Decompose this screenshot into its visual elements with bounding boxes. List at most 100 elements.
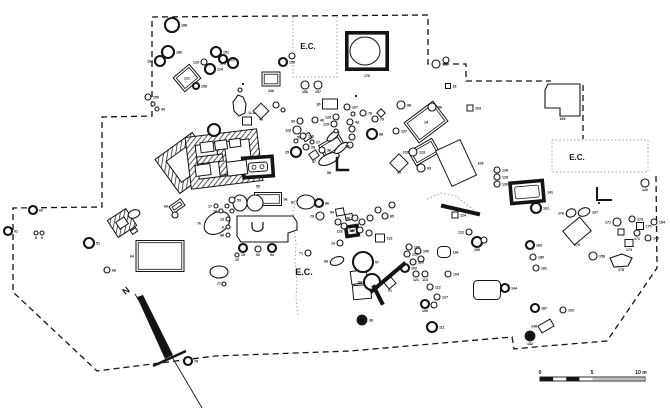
pit-feature-153 [226, 56, 240, 70]
pit-feature-circle [224, 203, 230, 209]
pit-feature-94 [266, 242, 278, 254]
feature-number-label: 129 [193, 60, 199, 64]
pit-feature-107 [343, 103, 351, 111]
pit-feature-154 [650, 218, 658, 226]
pit-feature-circle [480, 236, 488, 244]
pit-feature-71 [304, 249, 312, 257]
feature-number-label: 85 [390, 214, 394, 218]
structure-37 [308, 149, 320, 161]
feature-number-label: 60 [39, 208, 43, 212]
feature-number-label: 28 [311, 145, 315, 149]
pit-feature-156 [300, 80, 310, 90]
pit-feature-190 [470, 235, 484, 249]
feature-number-label: 17 [208, 204, 212, 208]
pit-feature-137 [392, 127, 400, 135]
structure-16 [445, 83, 451, 89]
pit-feature-circle [348, 133, 356, 141]
structure-poly [236, 215, 298, 243]
pit-feature-circle [221, 281, 227, 287]
feature-number-label: 30 [317, 102, 321, 106]
structure-outline [466, 104, 474, 112]
structure-123 [343, 223, 361, 239]
feature-number-label: 95 [397, 171, 401, 175]
pit-feature-188 [163, 16, 181, 34]
pit-feature-123 [408, 147, 418, 157]
pit-feature-98 [396, 100, 406, 110]
outer-wall [407, 137, 441, 167]
feature-number-label: 66 [164, 204, 168, 208]
feature-number-label: 94 [270, 253, 274, 257]
ec-dotted-limits [292, 17, 649, 317]
interior-pit [251, 164, 257, 170]
feature-number-label: 79 [380, 117, 384, 121]
pit-feature-38 [356, 314, 368, 326]
pit-feature-circle [272, 101, 280, 109]
structure-178 [609, 253, 633, 268]
detail-path [251, 222, 264, 232]
north-arrow-crossbar [152, 349, 187, 368]
feature-number-label: 102 [568, 308, 574, 312]
feature-number-label: 126 [642, 188, 648, 192]
map-text-label: 0 [539, 370, 542, 376]
structure-102 [407, 137, 441, 167]
structure-outline [308, 149, 320, 161]
oval-features [127, 130, 591, 279]
feature-number-label: 53 [237, 198, 241, 202]
feature-number-label: 119 [308, 134, 314, 138]
pit-feature-92 [254, 245, 262, 253]
pit-feature-118 [292, 125, 302, 135]
feature-number-label: 172 [605, 220, 611, 224]
feature-number-label: 128 [502, 168, 508, 172]
wall-segments [335, 156, 612, 306]
structure-rect [473, 280, 501, 300]
pit-feature-143 [356, 226, 364, 234]
feature-number-label: 98 [407, 103, 411, 107]
pit-feature-184 [153, 54, 167, 68]
pit-feature-88 [365, 127, 379, 141]
feature-number-label: 104 [453, 272, 459, 276]
oval-feature-76 [203, 210, 231, 236]
feature-number-label: 120 [412, 252, 418, 256]
pit-feature-86 [427, 102, 437, 112]
structure-95 [389, 153, 409, 173]
pit-feature-51 [82, 236, 96, 250]
feature-number-label: 129 [502, 175, 508, 179]
feature-number-label: 76 [197, 221, 201, 225]
interior-outline [247, 161, 269, 173]
feature-number-label: 178 [618, 268, 624, 272]
ec-dotted-line [551, 139, 649, 173]
oval-feature-68 [329, 255, 345, 267]
pit-feature-128 [332, 113, 340, 121]
structure-outline [225, 159, 249, 177]
pit-feature-27 [309, 139, 315, 145]
wall-segment [335, 156, 350, 172]
feature-number-label: 14 [424, 120, 428, 124]
structure-outline [129, 226, 139, 236]
feature-number-label: 84 [330, 210, 334, 214]
room-floor [347, 227, 357, 235]
interior-outline [514, 184, 540, 200]
feature-number-label: 176 [558, 211, 564, 215]
structure-84 [334, 207, 346, 217]
pit-feature-9 [39, 230, 45, 236]
ec-dotted-line [426, 192, 479, 214]
pit-feature-102 [559, 306, 567, 314]
pit-feature-127 [433, 293, 441, 301]
wall-segment [440, 203, 481, 217]
pit-feature-48 [351, 214, 359, 222]
pit-feature-57 [351, 250, 375, 274]
scale-bar-half [592, 377, 645, 381]
feature-number-label: 107 [592, 210, 598, 214]
pit-feature-10 [234, 252, 240, 258]
feature-number-label: 128 [229, 57, 235, 61]
interior-outline [350, 230, 354, 232]
structure-outline [376, 108, 386, 118]
structure-rect [194, 163, 212, 177]
structure-outline [322, 98, 338, 110]
feature-number-label: 123 [337, 229, 343, 233]
structure-175 [636, 222, 644, 230]
pit-feature-28 [302, 143, 310, 151]
feature-number-label: 175 [646, 224, 652, 228]
pit-feature-164 [499, 282, 511, 294]
structure-30 [322, 98, 338, 110]
